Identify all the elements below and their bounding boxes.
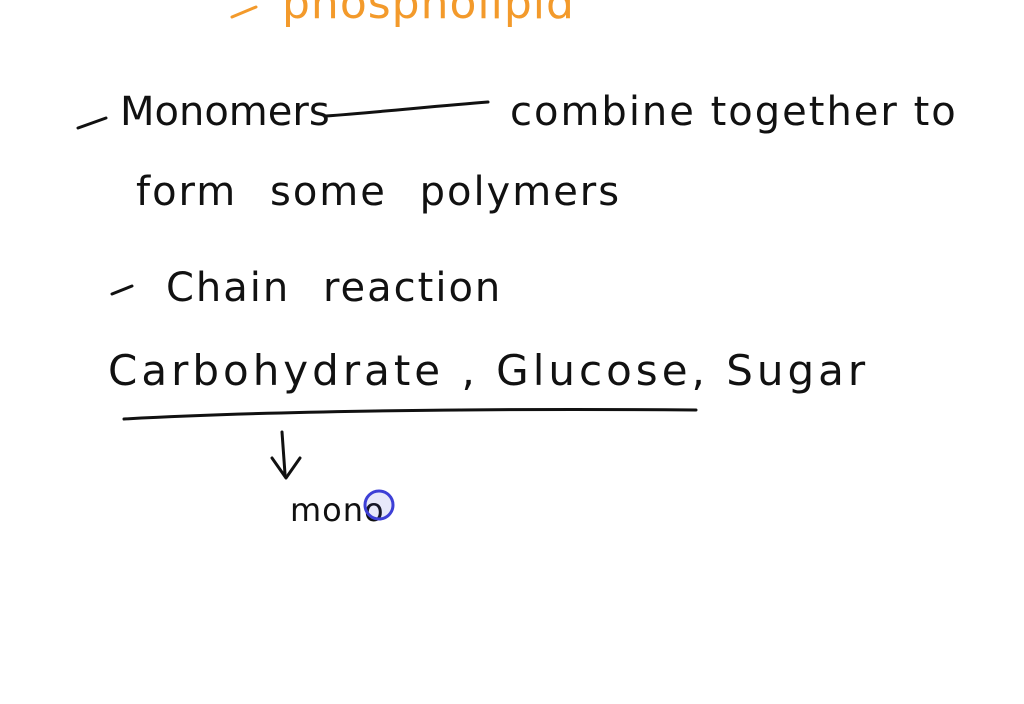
form-polymers-text: form some polymers bbox=[136, 169, 622, 215]
underline-stroke bbox=[122, 407, 698, 421]
bullet-dash-1 bbox=[76, 116, 108, 130]
down-arrow-icon bbox=[270, 430, 302, 480]
bullet-dash-2 bbox=[110, 284, 134, 296]
carbohydrate-glucose-sugar-text: Carbohydrate , Glucose, Sugar bbox=[108, 346, 870, 395]
connector-line bbox=[324, 100, 490, 118]
chain-reaction-text: Chain reaction bbox=[166, 265, 503, 311]
orange-heading-text: phospholipid bbox=[282, 0, 575, 29]
orange-bullet-dash bbox=[230, 5, 258, 19]
monomers-text: Monomers bbox=[120, 89, 330, 135]
combine-together-text: combine together to bbox=[510, 89, 958, 135]
mono-text: mono bbox=[290, 491, 385, 529]
